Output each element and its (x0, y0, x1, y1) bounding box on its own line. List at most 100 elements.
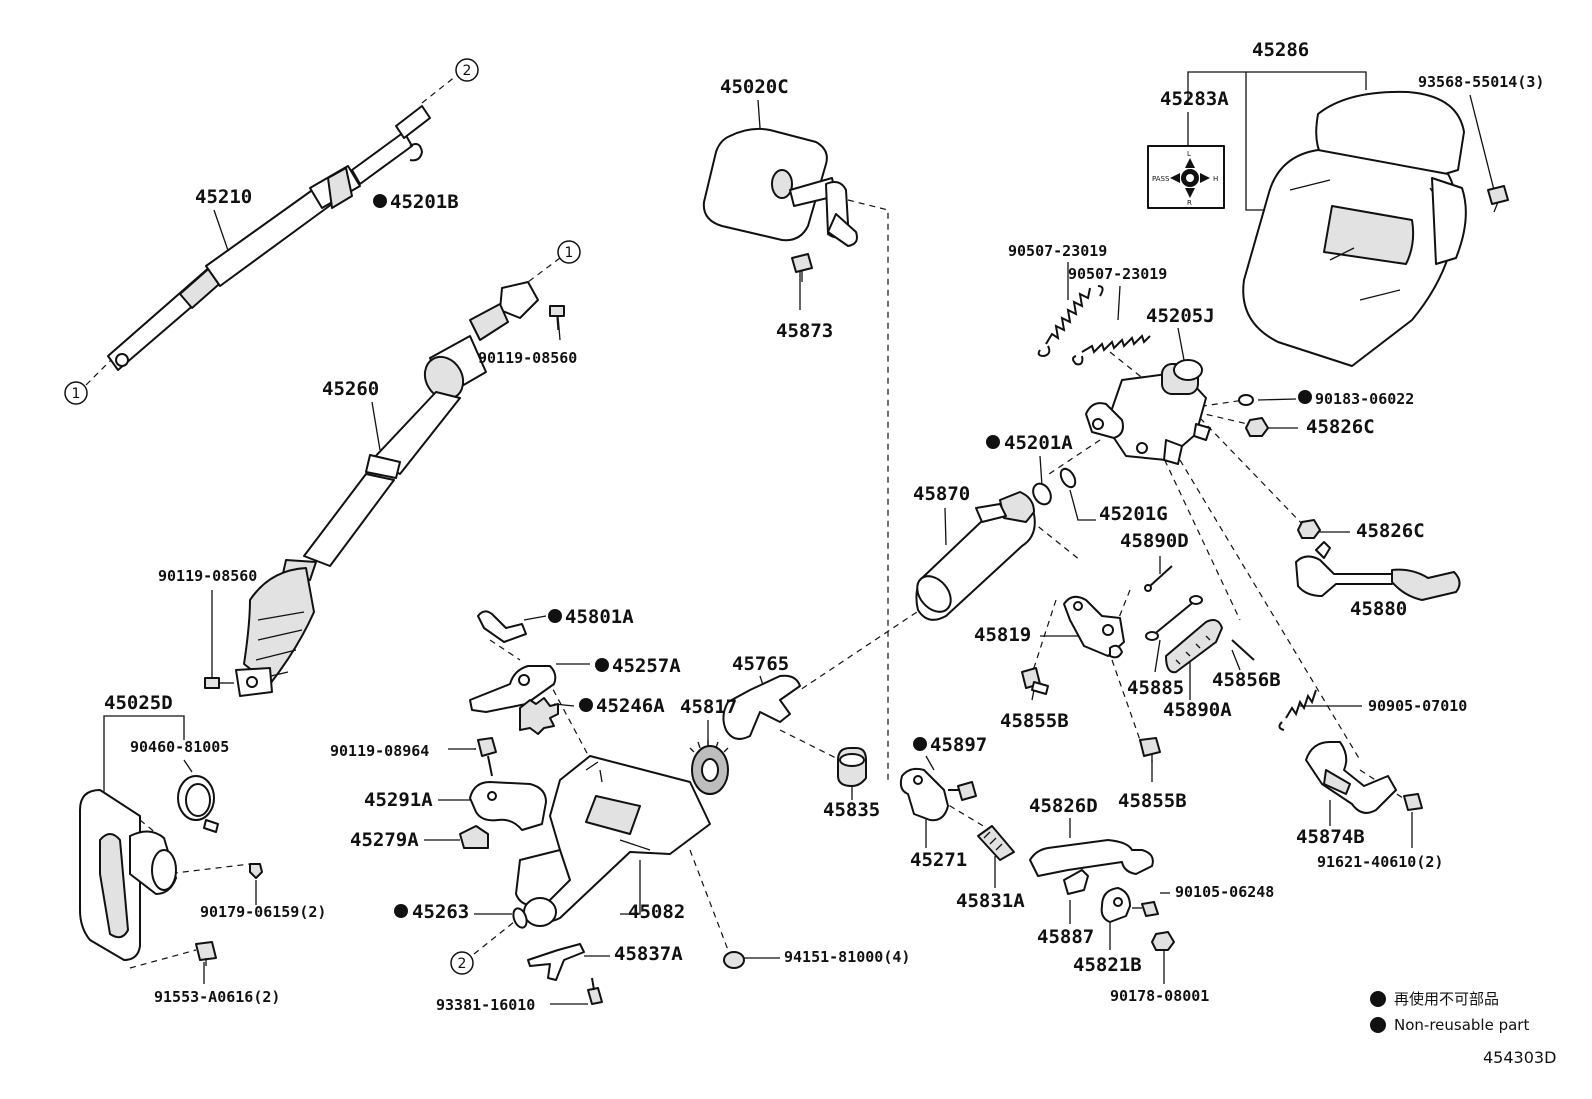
callout-ref2-b: 2 (450, 951, 474, 975)
label-45817: 45817 (680, 696, 737, 718)
part-45826D-lever (1029, 839, 1154, 877)
part-45821B-plate (1100, 887, 1131, 923)
part-45286-column-cover (1242, 90, 1467, 367)
label-45880: 45880 (1350, 598, 1407, 620)
label-45205J: 45205J (1146, 305, 1215, 327)
label-45821B: 45821B (1073, 954, 1142, 976)
part-45260-shaft (235, 281, 539, 697)
switch-label-bottom: R (1187, 199, 1192, 207)
part-45205J-lock-assembly (1085, 359, 1211, 465)
label-45201B: 45201B (390, 191, 459, 213)
part-45246A-gear (519, 697, 559, 735)
label-90178-08001: 90178-08001 (1110, 987, 1209, 1005)
label-45826C-b: 45826C (1356, 520, 1425, 542)
non-reusable-dot-90183-06022 (1298, 390, 1312, 404)
non-reusable-dot-45801A (548, 609, 562, 623)
part-45201A-ring (1032, 482, 1052, 506)
part-45817-bearing (689, 740, 729, 795)
part-45257A-lever (469, 665, 557, 713)
label-91621-40610: 91621-40610(2) (1317, 853, 1443, 871)
label-45020C: 45020C (720, 76, 789, 98)
label-45856B: 45856B (1212, 669, 1281, 691)
part-90179-06159-clip (249, 863, 263, 879)
part-45765-bushing (722, 674, 801, 740)
part-45826C-nut-a (1245, 417, 1269, 437)
callout-number: 1 (565, 245, 574, 261)
part-90178-08001-nut (1151, 931, 1175, 951)
label-93568-55014: 93568-55014(3) (1418, 73, 1544, 91)
part-90119-08964-bolt (477, 737, 497, 777)
part-45870-tube (915, 491, 1036, 621)
part-45855B-bolt-a (1021, 667, 1049, 695)
part-45201B-clip (409, 143, 424, 162)
label-45855B-a: 45855B (1000, 710, 1069, 732)
reference-callouts: 1 1 2 2 (64, 58, 581, 975)
label-45765: 45765 (732, 653, 789, 675)
label-90179-06159: 90179-06159(2) (200, 903, 326, 921)
label-45210: 45210 (195, 186, 252, 208)
part-45291A-plate (469, 781, 547, 831)
switch-label-top: L (1187, 150, 1191, 158)
label-45801A: 45801A (565, 606, 634, 628)
callout-circle (557, 240, 581, 264)
part-45835-cap (837, 747, 867, 787)
label-45263: 45263 (412, 901, 469, 923)
part-45831A-bolt (977, 825, 1015, 861)
label-45837A: 45837A (614, 943, 683, 965)
label-90119-08560-b: 90119-08560 (158, 567, 257, 585)
part-45855B-bolt-b (1139, 737, 1161, 762)
label-45271: 45271 (910, 849, 967, 871)
label-45246A: 45246A (596, 695, 665, 717)
label-90119-08964: 90119-08964 (330, 742, 429, 760)
label-45291A: 45291A (364, 789, 433, 811)
callout-number: 2 (458, 956, 467, 972)
part-45819-bracket (1063, 595, 1125, 659)
legend-text-jp: 再使用不可部品 (1394, 990, 1499, 1008)
part-93381-16010-pin (587, 977, 603, 1005)
legend-text-en: Non-reusable part (1394, 1016, 1529, 1034)
part-45826C-nut-b (1297, 519, 1321, 539)
part-90507-23019-spring-a (1037, 285, 1104, 358)
label-45819: 45819 (974, 624, 1031, 646)
label-94151-81000: 94151-81000(4) (784, 948, 910, 966)
part-93568-55014-screw (1487, 185, 1509, 213)
label-45890A: 45890A (1163, 699, 1232, 721)
callout-ref1-a: 1 (64, 381, 88, 405)
label-90105-06248: 90105-06248 (1175, 883, 1274, 901)
leader-lines (85, 71, 1495, 1005)
label-45283A: 45283A (1160, 88, 1229, 110)
part-45271-bracket (899, 767, 949, 822)
label-90119-08560-a: 90119-08560 (478, 349, 577, 367)
part-45263-ring (512, 907, 528, 929)
part-45874B-bracket (1305, 741, 1397, 814)
non-reusable-markers (373, 194, 1312, 918)
part-45082-housing (515, 755, 711, 927)
legend-dot-en (1370, 1017, 1386, 1033)
non-reusable-dot-45201B (373, 194, 387, 208)
callout-circle (455, 58, 479, 82)
callout-ref2-a: 2 (455, 58, 479, 82)
part-90905-07010-spring (1278, 689, 1317, 731)
part-45201G-ring (1059, 467, 1077, 489)
part-45025D-boot (79, 789, 177, 961)
part-45279A-block (459, 825, 489, 849)
callout-number: 1 (72, 386, 81, 402)
non-reusable-dot-45257A (595, 658, 609, 672)
label-45897: 45897 (930, 734, 987, 756)
diagram-code: 454303D (1483, 1048, 1556, 1067)
part-45801A-plate (477, 610, 527, 643)
part-94151-81000-nut (723, 951, 745, 969)
label-93381-16010: 93381-16010 (436, 996, 535, 1014)
part-45890A-lever (1165, 619, 1223, 674)
label-45870: 45870 (913, 483, 970, 505)
part-90119-08560-bolt-b (204, 677, 234, 689)
label-45874B: 45874B (1296, 826, 1365, 848)
part-45897-bolt (948, 781, 977, 801)
label-45082: 45082 (628, 901, 685, 923)
part-45837A-clip (527, 943, 585, 981)
part-45887-clip (1063, 869, 1089, 895)
part-45880-lever (1295, 541, 1461, 601)
label-45826D: 45826D (1029, 795, 1098, 817)
label-45201G: 45201G (1099, 503, 1168, 525)
